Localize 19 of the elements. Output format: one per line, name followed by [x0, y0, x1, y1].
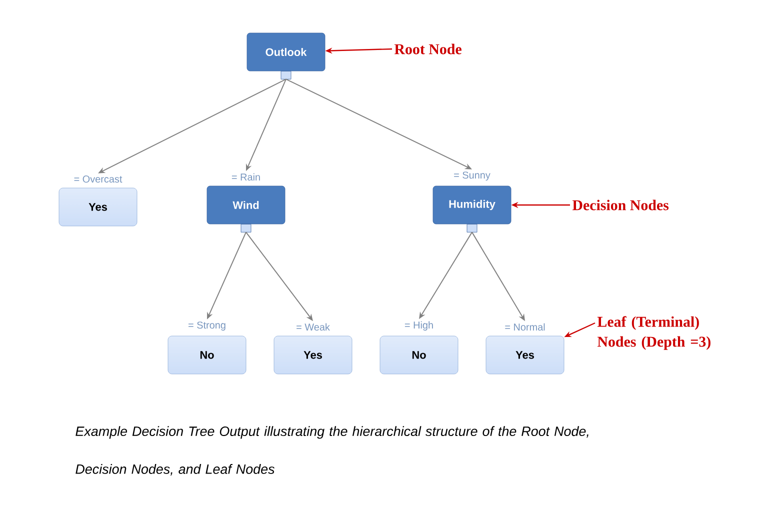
annotation-label: Root Node: [394, 44, 462, 54]
branch-label: = Sunny: [454, 172, 490, 181]
annotation-label: Decision Nodes: [572, 200, 669, 210]
leaf-box: Yes: [486, 336, 564, 374]
leaf-box: Yes: [58, 188, 138, 226]
leaf-box: No: [380, 336, 458, 374]
branch-label: = Rain: [232, 173, 260, 181]
leaf-box: No: [168, 336, 246, 374]
decision-box: Outlook: [246, 32, 326, 80]
branch-label: = High: [404, 321, 433, 331]
decision-box: Wind: [206, 186, 286, 232]
annotation-label: Leaf (Terminal) Nodes (Depth =3): [597, 316, 710, 350]
leaf-box: Yes: [274, 336, 352, 374]
decision-box: Humidity: [432, 186, 512, 232]
branch-label: = Strong: [188, 322, 226, 331]
branch-label: = Weak: [296, 323, 330, 331]
branch-label: = Normal: [505, 323, 545, 331]
branch-label: = Overcast: [74, 176, 122, 183]
caption: Example Decision Tree Output illustrating the hierarchical structure of the Root Node, Decision Nodes, and Leaf Nodes: [76, 426, 588, 476]
